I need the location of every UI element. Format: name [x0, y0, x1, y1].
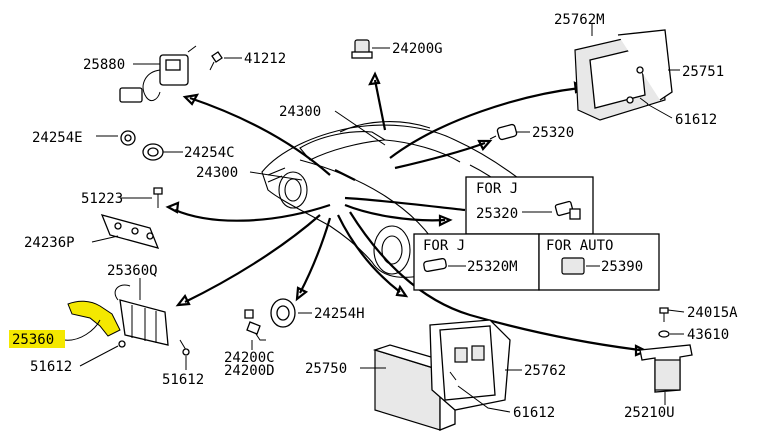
part-24200C-drawing [244, 309, 266, 341]
label-25751: 25751 [682, 64, 724, 80]
box-title: FOR J [423, 238, 465, 254]
label-24254C: 24254C [184, 145, 235, 161]
assembly-arrows [165, 71, 649, 357]
part-25320-drawing [489, 123, 518, 141]
label-43610: 43610 [687, 327, 729, 343]
part-25210U-drawing [639, 344, 693, 393]
label-25320: 25320 [532, 125, 574, 141]
label-24200G: 24200G [392, 41, 443, 57]
part-labels: 25762M 25880 41212 24200G 25751 24300 61… [9, 12, 738, 421]
box-for-j-bottom: FOR J 25320M [413, 233, 540, 291]
label-24300-top: 24300 [279, 104, 321, 120]
label-25762: 25762 [524, 363, 566, 379]
part-51612-left-drawing [118, 340, 126, 348]
part-41212-drawing [209, 51, 223, 71]
box-for-j-top: FOR J 25320 [465, 176, 594, 235]
part-25880-drawing [119, 45, 197, 103]
label-51612-bottom: 51612 [162, 372, 204, 388]
label-61612-bottom: 61612 [513, 405, 555, 421]
label-25880: 25880 [83, 57, 125, 73]
label-25750: 25750 [305, 361, 347, 377]
label-24254H: 24254H [314, 306, 365, 322]
highlight-25360 [9, 330, 65, 348]
box-for-auto: FOR AUTO 25390 [538, 233, 660, 291]
label-41212: 41212 [244, 51, 286, 67]
label-61612-top: 61612 [675, 112, 717, 128]
part-25762-drawing [429, 319, 511, 411]
part-24015A-drawing [659, 307, 669, 322]
label-51612-left: 51612 [30, 359, 72, 375]
part-25762M-drawing [574, 29, 673, 121]
part-25360-drawing [67, 284, 169, 346]
part-24254C-drawing [142, 143, 164, 161]
box-part-label: 25320 [476, 206, 518, 222]
part-24254H-drawing [270, 298, 296, 328]
label-25210U: 25210U [624, 405, 675, 421]
part-24236P-drawing [100, 214, 160, 249]
label-24254E: 24254E [32, 130, 83, 146]
leader-lines [63, 24, 685, 413]
label-24200C: 24200C [224, 350, 275, 366]
label-24015A: 24015A [687, 305, 738, 321]
label-51223: 51223 [81, 191, 123, 207]
label-25762M: 25762M [554, 12, 605, 28]
box-part-label: 25320M [467, 259, 518, 275]
part-43610-drawing [658, 330, 670, 338]
part-51223-drawing [153, 187, 163, 208]
label-24200D: 24200D [224, 363, 275, 379]
part-24200G-drawing [351, 39, 373, 59]
part-51612-bottom-drawing [179, 339, 190, 356]
label-24236P: 24236P [24, 235, 75, 251]
label-24300-mid: 24300 [196, 165, 238, 181]
box-title: FOR AUTO [546, 238, 613, 254]
label-25360: 25360 [12, 332, 54, 348]
part-24254E-drawing [120, 130, 136, 146]
box-part-label: 25390 [601, 259, 643, 275]
label-25360Q: 25360Q [107, 263, 158, 279]
box-title: FOR J [476, 181, 518, 197]
